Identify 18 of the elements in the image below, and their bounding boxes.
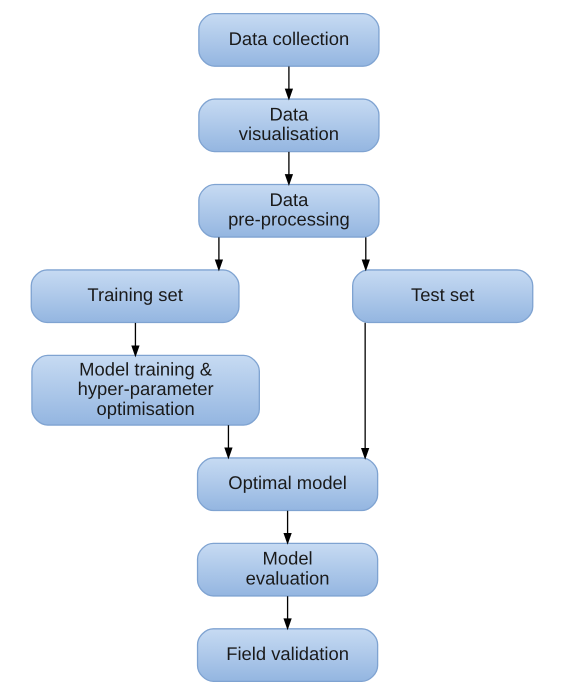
arrow bbox=[361, 237, 370, 272]
arrow bbox=[284, 66, 293, 100]
node-box: Model evaluation bbox=[196, 542, 378, 597]
node-box: Data visualisation bbox=[198, 98, 380, 152]
arrow bbox=[282, 596, 292, 630]
arrow bbox=[224, 425, 232, 460]
node-box: Training set bbox=[30, 269, 240, 324]
node-box: Model training & hyper-parameter optimisation bbox=[30, 354, 260, 426]
node-box: Field validation bbox=[196, 628, 378, 682]
node-box: Data collection bbox=[198, 12, 380, 67]
node-box: Test set bbox=[352, 269, 533, 324]
arrow bbox=[360, 322, 369, 460]
arrow bbox=[214, 237, 223, 272]
arrow bbox=[282, 510, 292, 545]
node-box: Optimal model bbox=[196, 457, 378, 512]
arrow bbox=[284, 152, 293, 186]
arrow bbox=[130, 322, 140, 358]
node-box: Data pre-processing bbox=[198, 184, 380, 238]
